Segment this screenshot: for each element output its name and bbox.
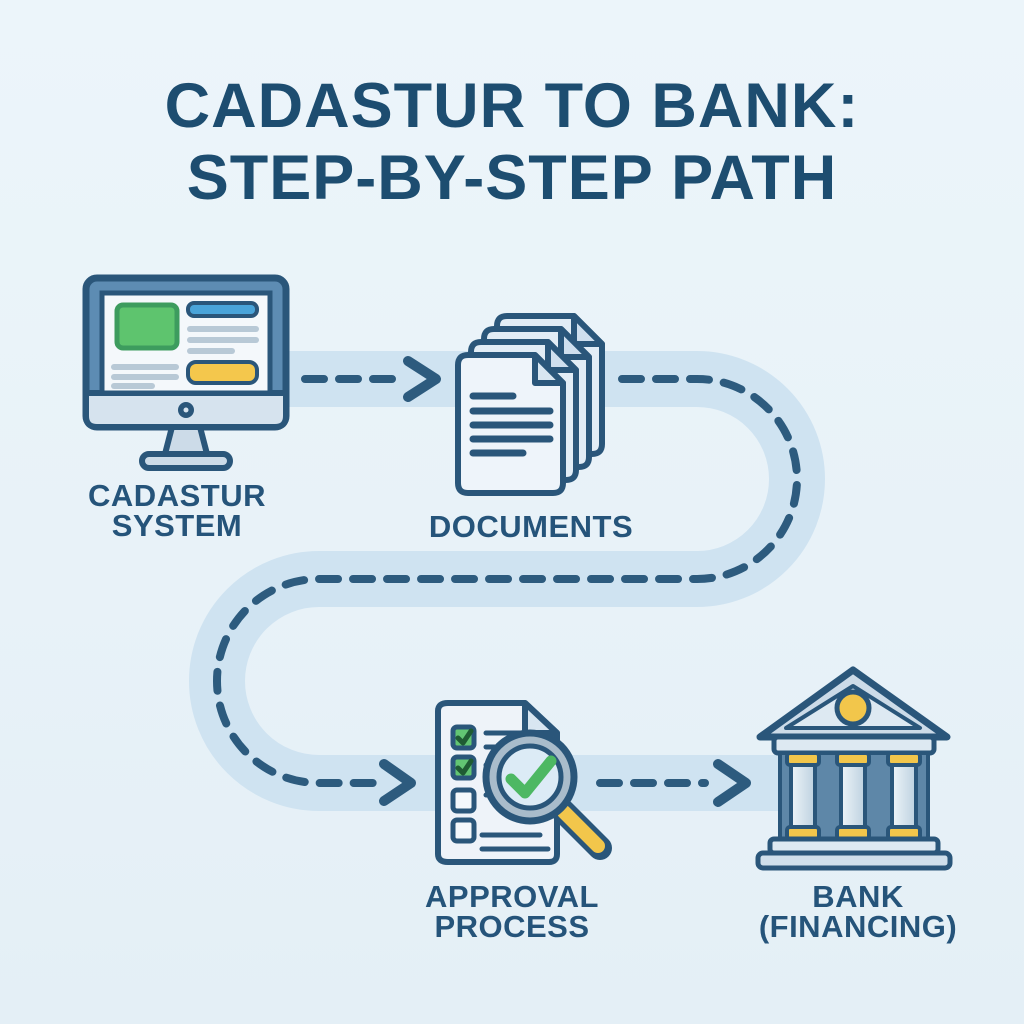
label-documents: DOCUMENTS — [428, 509, 634, 544]
checklist-magnifier-icon — [435, 700, 612, 865]
documents-stack-icon — [455, 313, 605, 496]
document-text-lines — [469, 392, 554, 457]
computer-monitor-icon — [82, 274, 290, 471]
bank-step-lower — [755, 850, 953, 871]
label-bank-financing: BANK (FINANCING) — [758, 879, 958, 944]
magnifier-handle — [557, 805, 605, 853]
dashed-arrow-2 — [213, 375, 801, 787]
screen-text-lines — [111, 326, 259, 389]
screen-blue-bar — [186, 301, 259, 318]
monitor-base — [139, 451, 233, 471]
bank-coin-circle — [834, 689, 872, 727]
page-title-line1: CADASTUR TO BANK: — [164, 71, 860, 141]
arrowhead-icon — [379, 759, 416, 806]
checklist-folded-corner — [522, 700, 560, 736]
label-cadastur-system: CADASTUR SYSTEM — [88, 478, 266, 543]
label-approval-process: APPROVAL PROCESS — [425, 879, 599, 944]
arrowhead-icon — [403, 356, 441, 402]
document-folded-corner — [532, 352, 566, 386]
bank-columns — [785, 751, 922, 841]
page-title-line2: STEP-BY-STEP PATH — [186, 143, 838, 213]
checklist-checkboxes — [450, 724, 477, 844]
arrowhead-icon — [713, 759, 751, 807]
approval-check-icon — [505, 755, 557, 799]
screen-green-panel — [114, 302, 180, 351]
monitor-stand — [162, 424, 210, 457]
bank-entablature — [771, 734, 937, 756]
screen-yellow-button — [186, 360, 259, 385]
page-title: CADASTUR TO BANK: STEP-BY-STEP PATH — [0, 70, 1024, 214]
magnifier-icon — [482, 729, 612, 860]
bank-building-icon — [755, 666, 953, 871]
